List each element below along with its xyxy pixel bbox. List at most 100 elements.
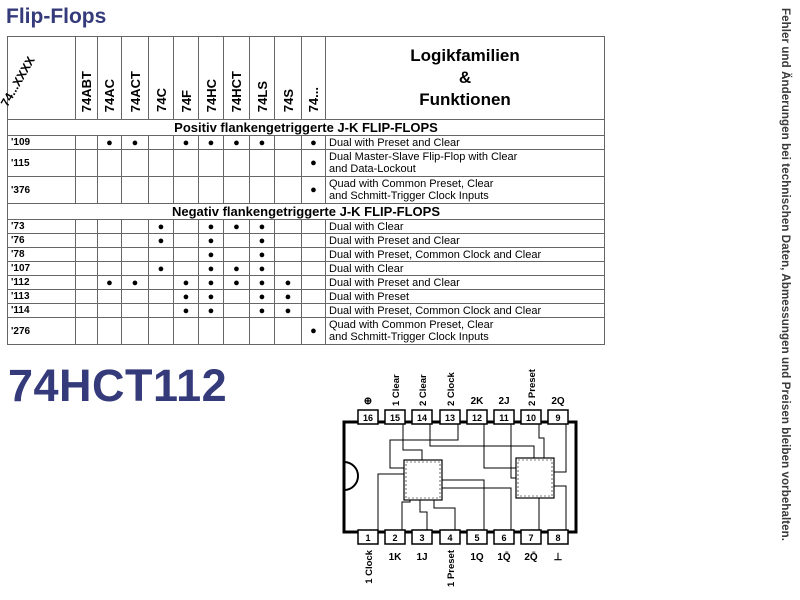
function-description: Dual with Clear xyxy=(325,261,605,276)
type-code: '114 xyxy=(7,303,76,318)
availability-dot: ● xyxy=(97,275,122,290)
pin-label: 2Q̄ xyxy=(524,551,538,563)
function-description: Dual with Preset and Clear xyxy=(325,233,605,248)
pin-number: 13 xyxy=(445,413,455,423)
flipflop-2-inner xyxy=(517,459,553,497)
availability-dot: ● xyxy=(97,135,122,150)
empty-cell xyxy=(249,176,275,204)
table-row: '107●●●●Dual with Clear xyxy=(7,261,605,276)
pin-label: 2K xyxy=(471,396,485,407)
empty-cell xyxy=(223,247,250,262)
description-line: and Schmitt-Trigger Clock Inputs xyxy=(329,190,489,202)
pin-box xyxy=(466,409,488,425)
empty-cell xyxy=(121,233,149,248)
empty-cell xyxy=(301,289,326,304)
pin-box xyxy=(411,409,433,425)
pin-number: 10 xyxy=(526,413,536,423)
table-row: '113●●●●Dual with Preset xyxy=(7,289,605,304)
family-header: 74S xyxy=(280,88,296,112)
pin-number: 15 xyxy=(390,413,400,423)
empty-cell xyxy=(198,149,224,177)
family-header: 74F xyxy=(178,89,194,112)
empty-cell xyxy=(223,176,250,204)
empty-cell xyxy=(75,317,98,345)
pin-box xyxy=(384,409,406,425)
type-code: '107 xyxy=(7,261,76,276)
pin-number: 14 xyxy=(417,413,427,423)
pin-box xyxy=(357,529,379,545)
empty-cell xyxy=(173,219,199,234)
availability-dot: ● xyxy=(249,247,275,262)
logic-family-table: 74...XXXX 74ABT 74AC 74ACT 74C 74F 74HC … xyxy=(0,36,605,345)
availability-dot: ● xyxy=(274,275,302,290)
empty-cell xyxy=(75,247,98,262)
pin-number: 4 xyxy=(447,533,452,543)
empty-cell xyxy=(75,219,98,234)
availability-dot: ● xyxy=(148,233,174,248)
pin-label: 2 Clock xyxy=(446,371,457,406)
availability-dot: ● xyxy=(249,135,275,150)
corner-header: 74...XXXX xyxy=(0,36,76,120)
section-title: Negativ flankengetriggerte J-K FLIP-FLOP… xyxy=(7,203,605,220)
pin-box xyxy=(439,409,461,425)
family-header: 74HC xyxy=(203,78,219,112)
section-title: Positiv flankengetriggerte J-K FLIP-FLOP… xyxy=(7,119,605,136)
table-row: '112●●●●●●●Dual with Preset and Clear xyxy=(7,275,605,290)
empty-cell xyxy=(148,135,174,150)
pin-number: 3 xyxy=(419,533,424,543)
empty-cell xyxy=(173,176,199,204)
empty-cell xyxy=(223,289,250,304)
empty-cell xyxy=(148,303,174,318)
empty-cell xyxy=(223,233,250,248)
empty-cell xyxy=(148,247,174,262)
availability-dot: ● xyxy=(198,303,224,318)
pin-label: 1 Preset xyxy=(446,549,457,587)
pin-label: 1 Clear xyxy=(391,374,402,406)
type-code: '276 xyxy=(7,317,76,345)
empty-cell xyxy=(274,149,302,177)
description-line: Quad with Common Preset, Clear xyxy=(329,178,494,190)
type-code: '376 xyxy=(7,176,76,204)
description-line: Dual with Preset, Common Clock and Clear xyxy=(329,248,542,261)
pin-label: 2 Preset xyxy=(527,368,538,406)
func-header-line: & xyxy=(458,68,472,87)
part-number: 74HCT112 xyxy=(8,360,228,411)
pin-label: 1 Clock xyxy=(364,549,375,584)
description-line: Dual with Preset and Clear xyxy=(329,234,460,247)
pin-box xyxy=(520,409,542,425)
table-body: Positiv flankengetriggerte J-K FLIP-FLOP… xyxy=(7,119,605,345)
description-line: and Schmitt-Trigger Clock Inputs xyxy=(329,331,489,343)
pin-label: 1Q̄ xyxy=(497,551,511,563)
availability-dot: ● xyxy=(198,233,224,248)
availability-dot: ● xyxy=(301,149,326,177)
availability-dot: ● xyxy=(121,275,149,290)
table-row: '114●●●●Dual with Preset, Common Clock a… xyxy=(7,303,605,318)
pin-label: ⊕ xyxy=(364,396,372,407)
empty-cell xyxy=(223,303,250,318)
availability-dot: ● xyxy=(198,219,224,234)
pin-label: 1J xyxy=(416,552,427,563)
family-header: 74ABT xyxy=(79,70,94,112)
availability-dot: ● xyxy=(223,135,250,150)
empty-cell xyxy=(301,275,326,290)
type-code: '73 xyxy=(7,219,76,234)
description-line: Dual with Preset and Clear xyxy=(329,276,460,289)
pin-box xyxy=(493,409,515,425)
empty-cell xyxy=(249,317,275,345)
internal-wiring xyxy=(377,424,567,530)
table-row: '78●●Dual with Preset, Common Clock and … xyxy=(7,247,605,262)
table-row: '109●●●●●●●Dual with Preset and Clear xyxy=(7,135,605,150)
empty-cell xyxy=(223,149,250,177)
pin-box xyxy=(357,409,379,425)
pin-number: 5 xyxy=(474,533,479,543)
description-line: Dual Master-Slave Flip-Flop with Clear xyxy=(329,151,518,163)
empty-cell xyxy=(173,317,199,345)
section-header-row: Negativ flankengetriggerte J-K FLIP-FLOP… xyxy=(7,203,605,220)
availability-dot: ● xyxy=(173,135,199,150)
empty-cell xyxy=(274,247,302,262)
availability-dot: ● xyxy=(198,289,224,304)
empty-cell xyxy=(274,317,302,345)
empty-cell xyxy=(75,261,98,276)
